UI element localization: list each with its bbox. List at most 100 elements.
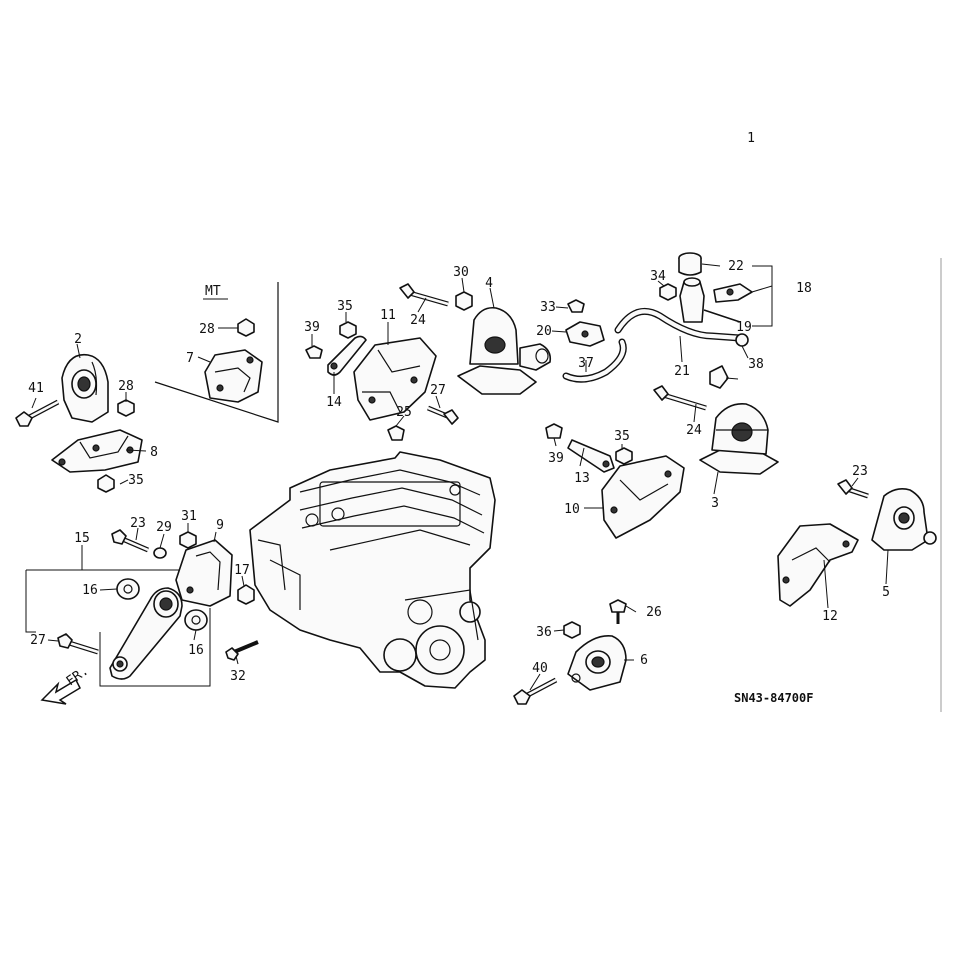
part-23-bolt-lower — [111, 529, 149, 553]
callout-15: 15 — [74, 531, 90, 546]
callout-14: 14 — [326, 395, 342, 410]
callout-31: 31 — [181, 509, 197, 524]
callout-7: 7 — [186, 351, 194, 366]
callout-30: 30 — [453, 265, 469, 280]
callout-39-b: 39 — [548, 451, 564, 466]
callout-26: 26 — [646, 605, 662, 620]
part-21-hose — [614, 307, 744, 342]
part-22-cap — [678, 252, 702, 276]
callout-38: 38 — [748, 357, 764, 372]
part-9-bracket — [175, 539, 233, 607]
part-20-bracket — [565, 321, 605, 347]
part-10-bracket — [601, 455, 685, 539]
callout-10: 10 — [564, 502, 580, 517]
part-13-link — [567, 439, 615, 473]
part-36-nut — [563, 621, 581, 639]
callout-18: 18 — [796, 281, 812, 296]
callout-12: 12 — [822, 609, 838, 624]
callout-3: 3 — [711, 496, 719, 511]
part-11-bracket — [353, 337, 437, 421]
callout-36: 36 — [536, 625, 552, 640]
part-41-bolt — [15, 399, 60, 427]
callout-32: 32 — [230, 669, 246, 684]
callout-40: 40 — [532, 661, 548, 676]
part-32-bolt — [225, 640, 259, 661]
callout-34: 34 — [650, 269, 666, 284]
callout-11: 11 — [380, 308, 396, 323]
part-4-mount — [457, 306, 552, 395]
callout-27-b: 27 — [30, 633, 46, 648]
callout-8: 8 — [150, 445, 158, 460]
part-39-bolt-upper — [305, 345, 323, 359]
part-24-bolt-upper — [399, 283, 449, 307]
callout-35-a: 35 — [128, 473, 144, 488]
part-6-mount — [567, 635, 627, 691]
callout-4: 4 — [485, 276, 493, 291]
callout-41: 41 — [28, 381, 44, 396]
part-14-link — [327, 335, 367, 376]
part-35-nut-upper — [339, 321, 357, 339]
callout-37: 37 — [578, 356, 594, 371]
callout-28-a: 28 — [118, 379, 134, 394]
callout-17: 17 — [234, 563, 250, 578]
mt-inset: MT — [154, 282, 279, 423]
callout-19: 19 — [736, 320, 752, 335]
part-1-clip — [709, 365, 729, 389]
callout-16-b: 16 — [188, 643, 204, 658]
part-35-nut-right — [615, 447, 633, 465]
callout-21: 21 — [674, 364, 690, 379]
callout-9: 9 — [216, 518, 224, 533]
callout-35-b: 35 — [337, 299, 353, 314]
callout-23-a: 23 — [130, 516, 146, 531]
callout-28-b: 28 — [199, 322, 215, 337]
part-31-bolt — [179, 531, 197, 549]
part-37-hose — [562, 338, 627, 383]
callouts: 1 2 3 4 5 6 7 8 9 10 11 12 13 14 15 16 1… — [28, 131, 890, 684]
callout-16-a: 16 — [82, 583, 98, 598]
callout-23-b: 23 — [852, 464, 868, 479]
part-27-bolt-upper — [427, 405, 459, 425]
callout-33: 33 — [540, 300, 556, 315]
callout-24-b: 24 — [686, 423, 702, 438]
part-35-nut-left — [97, 474, 115, 493]
part-29-washer — [153, 547, 167, 559]
callout-6: 6 — [640, 653, 648, 668]
part-38-clamp — [735, 333, 749, 347]
leader-lines — [31, 263, 889, 691]
callout-5: 5 — [882, 585, 890, 600]
part-28-nut-mt — [237, 318, 255, 337]
part-7-mount-mt — [204, 349, 263, 403]
callout-2: 2 — [74, 332, 82, 347]
callout-24-a: 24 — [410, 313, 426, 328]
part-3-mount — [699, 402, 779, 475]
part-33-bolt — [567, 299, 585, 313]
mt-label: MT — [205, 284, 221, 299]
callout-13: 13 — [574, 471, 590, 486]
part-24-bolt-right — [653, 385, 707, 411]
front-direction-arrow: FR. — [40, 664, 92, 705]
callout-1: 1 — [747, 131, 755, 146]
part-27-bolt-lower — [57, 633, 99, 655]
diagram-code: SN43-84700F — [734, 691, 813, 705]
part-12-bracket — [777, 523, 859, 607]
part-34-nut — [659, 283, 677, 301]
part-17-nut — [237, 584, 255, 605]
part-39-bolt-right — [545, 423, 563, 439]
callout-22: 22 — [728, 259, 744, 274]
callout-35-c: 35 — [614, 429, 630, 444]
callout-27-a: 27 — [430, 383, 446, 398]
part-2-mount — [61, 353, 109, 423]
part-26-bolt — [609, 599, 627, 624]
part-15-rod — [109, 587, 183, 680]
callout-29: 29 — [156, 520, 172, 535]
part-23-bolt-right — [837, 479, 869, 499]
part-16-washer-b — [184, 609, 208, 631]
callout-20: 20 — [536, 324, 552, 339]
part-19-tube — [703, 309, 741, 323]
callout-25: 25 — [396, 405, 412, 420]
callout-39-a: 39 — [304, 320, 320, 335]
part-30-nut — [455, 291, 473, 311]
part-16-washer-a — [116, 578, 140, 600]
